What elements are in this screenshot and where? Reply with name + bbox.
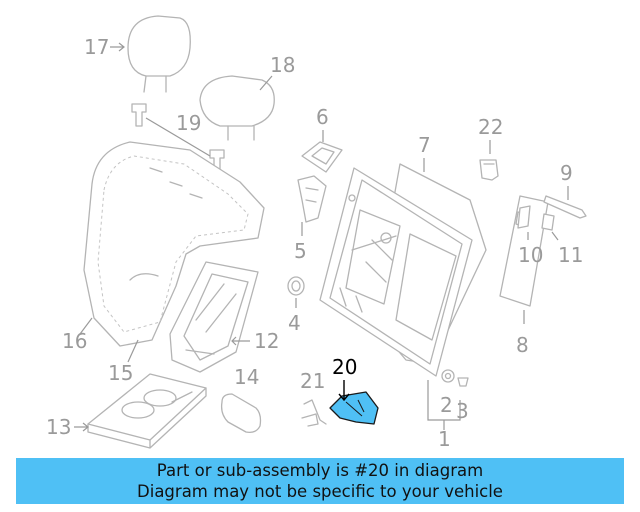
latch: [297, 175, 327, 223]
latch-cover: [301, 141, 343, 173]
headrest-right: [199, 75, 275, 141]
callout-15: 15: [108, 361, 133, 385]
callout-6: 6: [316, 105, 329, 129]
parts-diagram: 17 18 19 16 15 12 13: [46, 15, 587, 451]
bracket-21: [301, 399, 327, 427]
banner-line-2: Diagram may not be specific to your vehi…: [137, 482, 503, 501]
bushing: [287, 276, 305, 296]
info-banner: Part or sub-assembly is #20 in diagram D…: [16, 458, 624, 504]
callout-13: 13: [46, 415, 71, 439]
callout-7: 7: [418, 133, 431, 157]
callout-4: 4: [288, 311, 301, 335]
leader-18: [259, 75, 273, 91]
leader-12: [231, 336, 250, 346]
headrest-guides: [131, 103, 225, 173]
fastener-2: [441, 369, 455, 383]
callout-12: 12: [254, 329, 279, 353]
callout-10: 10: [518, 243, 543, 267]
callout-20: 20: [332, 355, 357, 379]
callout-8: 8: [516, 333, 529, 357]
highlighted-part-20: [329, 391, 379, 425]
callout-21: 21: [300, 369, 325, 393]
callout-14: 14: [234, 365, 259, 389]
leader-20: [338, 380, 350, 402]
armrest-frame: [169, 261, 259, 373]
callout-9: 9: [560, 161, 573, 185]
callout-16: 16: [62, 329, 87, 353]
seatback-trim: [83, 141, 265, 347]
part-10: [517, 205, 531, 229]
part-11: [541, 213, 555, 231]
leader-13: [74, 422, 89, 432]
callout-22: 22: [478, 115, 503, 139]
seatback-frame: [319, 167, 473, 377]
banner-line-1: Part or sub-assembly is #20 in diagram: [156, 461, 484, 480]
callout-19: 19: [176, 111, 201, 135]
callout-17: 17: [84, 35, 109, 59]
callout-11: 11: [558, 243, 583, 267]
strip-9: [543, 195, 587, 219]
leader-15: [127, 339, 139, 363]
leader-1: [427, 380, 461, 430]
callout-3: 3: [456, 399, 469, 423]
leader-11: [551, 231, 559, 241]
leader-17: [110, 42, 125, 52]
callout-1: 1: [438, 427, 451, 451]
fastener-3: [457, 377, 469, 387]
callout-5: 5: [294, 239, 307, 263]
armrest-pad: [220, 393, 262, 434]
callout-2: 2: [440, 393, 453, 417]
leader-16: [79, 317, 93, 335]
armrest-cupholder: [87, 373, 207, 449]
clip-22: [479, 159, 499, 181]
callout-18: 18: [270, 53, 295, 77]
headrest-left: [127, 15, 191, 93]
